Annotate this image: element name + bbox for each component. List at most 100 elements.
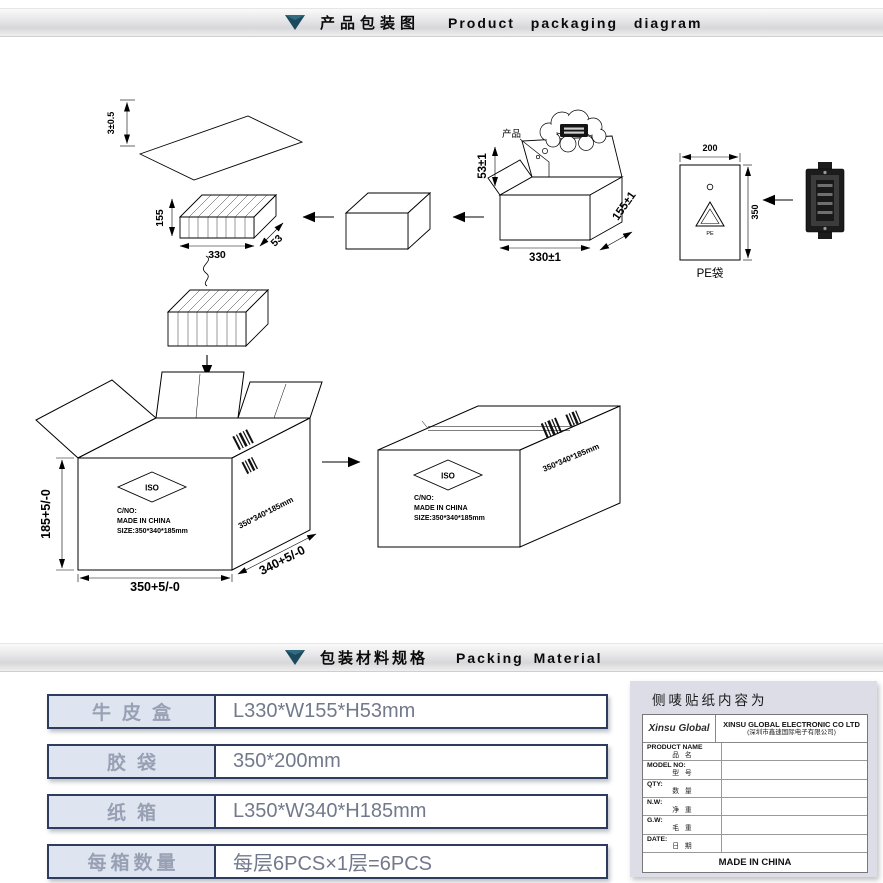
dim-sheet-thickness: 3±0.5 — [106, 112, 116, 134]
field-model-no-en: MODEL NO: — [647, 762, 686, 770]
spec-value-kraft-box: L330*W155*H53mm — [216, 696, 606, 727]
field-nw-en: N.W: — [647, 798, 663, 806]
section-arrow-icon — [285, 14, 305, 30]
open-carton-dim-lines — [56, 457, 317, 582]
field-date-value — [722, 834, 867, 852]
product-device — [805, 162, 845, 239]
spec-row-poly-bag: 胶袋 350*200mm — [47, 744, 608, 779]
dim-openbox-length: 330±1 — [529, 252, 561, 264]
closed-carton-cno: C/NO: — [414, 495, 434, 502]
section1-title-cn: 产品包装图 — [320, 15, 421, 32]
section1-title-en: Product packaging diagram — [448, 14, 703, 31]
section-header-packaging-diagram: 产品包装图 Product packaging diagram — [0, 8, 883, 37]
barcode-marks — [232, 429, 254, 451]
spec-row-carton: 纸箱 L350*W340*H185mm — [47, 794, 608, 829]
field-qty: QTY: 数 量 — [643, 779, 722, 797]
spec-label-carton: 纸箱 — [49, 796, 216, 827]
carton-cno: C/NO: — [117, 508, 137, 515]
dim-bag-width: 200 — [702, 143, 717, 153]
sticker-row-product-name: PRODUCT NAME 品 名 — [643, 743, 867, 762]
side-mark-sticker: Xinsu Global XINSU GLOBAL ELECTRONIC CO … — [642, 714, 868, 873]
spec-label-kraft-box: 牛皮盒 — [49, 696, 216, 727]
stack-2-division-lines — [177, 289, 259, 346]
side-mark-panel: 侧唛贴纸内容为 Xinsu Global XINSU GLOBAL ELECTR… — [630, 681, 877, 877]
closed-carton-size: SIZE:350*340*185mm — [414, 515, 485, 522]
hang-hole — [706, 183, 714, 191]
dim-stack-length: 330 — [208, 249, 226, 261]
material-mark: PE — [706, 231, 714, 237]
recycle-icon — [695, 201, 725, 227]
field-model-no-value — [722, 761, 867, 779]
field-product-name-en: PRODUCT NAME — [647, 743, 703, 751]
pe-bag: PE — [679, 164, 741, 261]
iso-text: ISO — [145, 484, 159, 493]
company-name-cn: (深圳市鑫速国际电子有限公司) — [747, 729, 836, 737]
field-qty-value — [722, 779, 867, 797]
field-product-name: PRODUCT NAME 品 名 — [643, 743, 722, 761]
dim-stack-height: 155 — [154, 209, 166, 227]
product-callout-label: 产品 — [502, 128, 521, 140]
iso-text-closed: ISO — [441, 472, 455, 481]
packaging-diagram-area: 3±0.5 155 330 53 — [0, 50, 883, 635]
xinsu-global-logo: Xinsu Global — [643, 715, 716, 742]
field-nw-value — [722, 797, 867, 816]
carton-made-in: MADE IN CHINA — [117, 518, 171, 525]
field-gw: G.W: 毛 重 — [643, 816, 722, 834]
field-gw-en: G.W: — [647, 817, 663, 825]
product-leader-line — [519, 138, 550, 177]
sticker-row-nw: N.W: 净 重 — [643, 797, 867, 817]
spec-row-qty-per-carton: 每箱数量 每层6PCS×1层=6PCS — [47, 844, 608, 879]
field-date: DATE: 日 期 — [643, 834, 722, 852]
sticker-row-qty: QTY: 数 量 — [643, 779, 867, 798]
flat-sheet — [138, 115, 304, 181]
dim-openbox-height: 53±1 — [477, 153, 489, 179]
iso-diamond-closed — [412, 459, 484, 491]
open-kraft-box — [487, 135, 624, 241]
company-name-en: XINSU GLOBAL ELECTRONIC CO LTD — [723, 719, 860, 729]
field-nw: N.W: 净 重 — [643, 797, 722, 816]
field-gw-cn: 毛 重 — [672, 824, 694, 832]
field-date-en: DATE: — [647, 835, 668, 843]
thought-cloud — [535, 109, 607, 160]
field-gw-value — [722, 816, 867, 834]
pe-bag-caption: PE袋 — [697, 266, 724, 280]
sticker-row-date: DATE: 日 期 — [643, 834, 867, 853]
field-date-cn: 日 期 — [672, 843, 694, 851]
section2-title-en: Packing Material — [456, 649, 603, 666]
section2-title-cn: 包装材料规格 — [320, 650, 429, 667]
sticker-footer-made-in-china: MADE IN CHINA — [718, 856, 792, 868]
spec-value-qty-per-carton: 每层6PCS×1层=6PCS — [216, 846, 606, 877]
continuation-squiggle — [203, 255, 209, 287]
packaging-flow-drawing: 3±0.5 155 330 53 — [35, 99, 845, 594]
sticker-row-gw: G.W: 毛 重 — [643, 816, 867, 835]
field-model-no-cn: 型 号 — [672, 770, 694, 777]
field-qty-en: QTY: — [647, 780, 663, 788]
carton-size: SIZE:350*340*185mm — [117, 528, 188, 535]
barcode-marks-closed-2 — [565, 410, 582, 427]
section-header-packing-material: 包装材料规格 Packing Material — [0, 643, 883, 672]
sticker-row-model-no: MODEL NO: 型 号 — [643, 761, 867, 780]
stack-1-division-lines — [188, 194, 268, 238]
field-product-name-value — [722, 743, 867, 761]
open-box-dim-lines — [492, 146, 633, 251]
iso-diamond — [116, 471, 188, 503]
stack-1-dim-lines — [169, 198, 284, 249]
sticker-header: Xinsu Global XINSU GLOBAL ELECTRONIC CO … — [643, 715, 867, 743]
closed-carton-made-in: MADE IN CHINA — [414, 505, 468, 512]
product-thumbnail — [560, 124, 588, 137]
sheet-thickness-dim — [120, 99, 135, 147]
kraft-box-stack-2 — [166, 288, 270, 348]
dim-bag-height: 350 — [750, 204, 760, 219]
spec-row-kraft-box: 牛皮盒 L330*W155*H53mm — [47, 694, 608, 729]
side-mark-title: 侧唛贴纸内容为 — [652, 693, 768, 708]
field-qty-cn: 数 量 — [672, 788, 694, 796]
field-product-name-cn: 品 名 — [672, 751, 694, 759]
closed-carton — [377, 405, 621, 548]
kraft-box-stack-1 — [178, 193, 278, 240]
open-carton — [35, 371, 323, 571]
spec-value-poly-bag: 350*200mm — [216, 746, 606, 777]
barcode-marks-2 — [241, 457, 259, 475]
dim-carton-height: 185+5/-0 — [39, 489, 53, 539]
packing-spec-table: 牛皮盒 L330*W155*H53mm 胶袋 350*200mm 纸箱 L350… — [47, 694, 608, 883]
spec-value-carton: L350*W340*H185mm — [216, 796, 606, 827]
